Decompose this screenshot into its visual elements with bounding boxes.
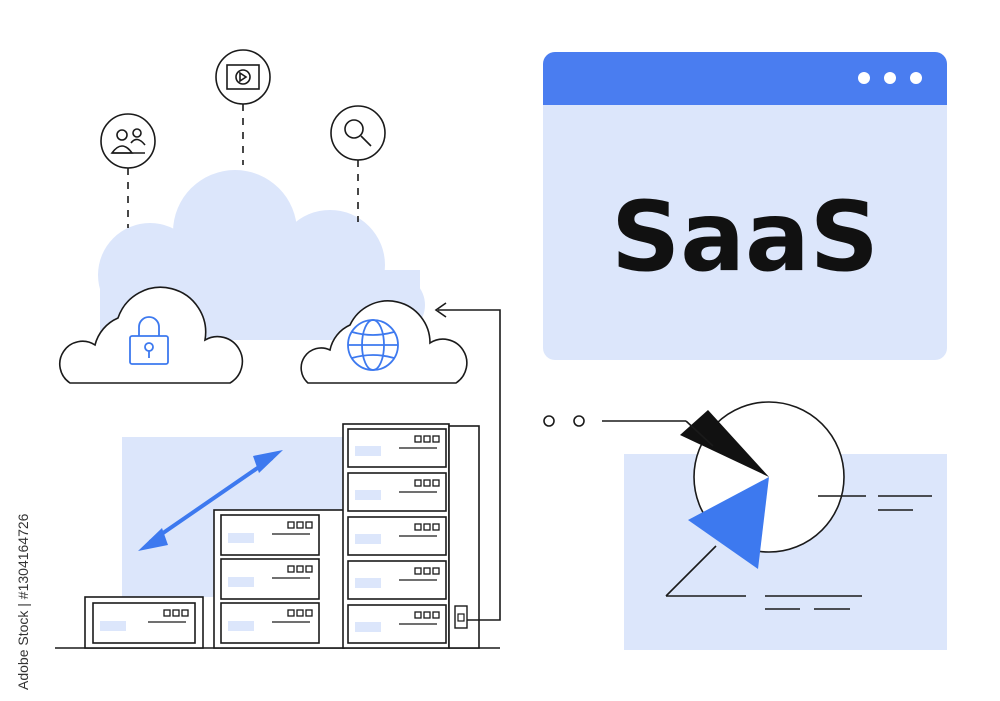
server-unit <box>92 602 196 644</box>
lock-cloud <box>58 286 244 384</box>
server-unit <box>220 514 320 556</box>
server-unit <box>347 604 447 644</box>
double-arrow-icon <box>138 450 283 551</box>
padlock-icon <box>129 316 169 365</box>
server-unit <box>220 602 320 644</box>
pie-chart-icon <box>680 401 845 569</box>
globe-icon <box>347 319 399 371</box>
server-unit <box>347 516 447 556</box>
window-dots <box>858 72 922 84</box>
cloud-group <box>58 49 468 384</box>
saas-title: SaaS <box>611 181 879 293</box>
server-unit <box>347 560 447 600</box>
search-icon <box>330 105 386 161</box>
globe-cloud <box>300 300 468 384</box>
pie-chart-panel <box>543 401 947 650</box>
play-video-icon <box>215 49 271 105</box>
users-icon <box>100 113 156 169</box>
stock-id-text: Adobe Stock | #1304164726 <box>15 513 31 690</box>
server-unit <box>347 428 447 468</box>
saas-window: SaaS <box>543 52 947 360</box>
server-stacks <box>55 302 501 649</box>
server-unit <box>347 472 447 512</box>
server-unit <box>220 558 320 600</box>
icon-connectors <box>127 104 359 228</box>
